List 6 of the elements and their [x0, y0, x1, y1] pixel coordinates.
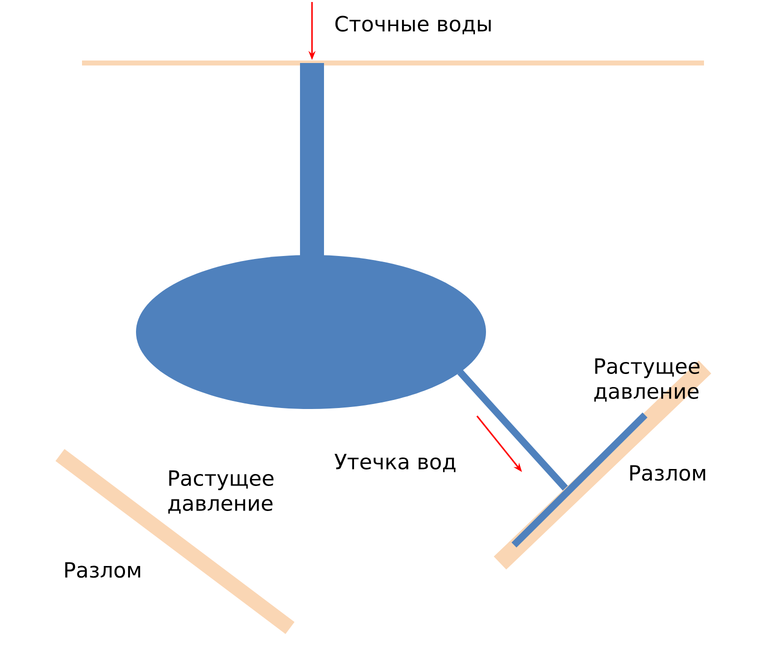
inflow-label: Сточные воды	[335, 16, 491, 34]
pressure-label: Растущее давление	[594, 358, 700, 402]
leak-label: Утечка вод	[334, 454, 456, 472]
fault-label: Разлом	[630, 465, 706, 481]
fault-label: Разлом	[65, 562, 140, 578]
pressure-label: Растущее давление	[168, 470, 274, 514]
